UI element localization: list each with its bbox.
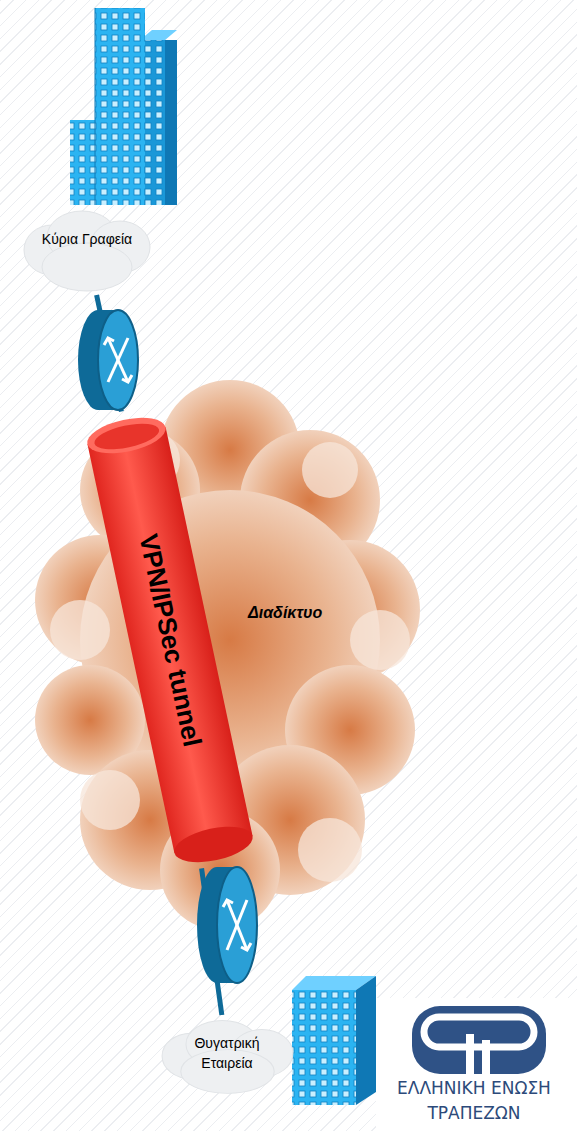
link-stroke <box>97 295 122 412</box>
cloud-shape <box>22 205 152 295</box>
site-cloud: Θυγατρική Εταιρεία <box>160 1015 295 1097</box>
node-label: Διαδίκτυο <box>248 604 368 622</box>
bank-logo <box>376 998 577 1131</box>
site-cloud: Κύρια Γραφεία <box>22 205 152 295</box>
office-building <box>70 8 177 205</box>
node-label: Θυγατρική Εταιρεία <box>177 1033 277 1073</box>
internet-cloud: ΔιαδίκτυοVPN/IPSec tunnel <box>30 380 430 930</box>
link-stroke <box>202 868 222 1015</box>
link-line <box>97 295 122 412</box>
link-line <box>202 868 222 1015</box>
router-symbol <box>197 867 257 983</box>
subsidiary-building <box>292 976 376 1105</box>
organisation-name: ΕΛΛΗΝΙΚΗ ΕΝΩΣΗ ΤΡΑΠΕΖΩΝ <box>378 1076 570 1126</box>
node-label: Κύρια Γραφεία <box>22 231 152 247</box>
router-symbol <box>78 310 138 410</box>
